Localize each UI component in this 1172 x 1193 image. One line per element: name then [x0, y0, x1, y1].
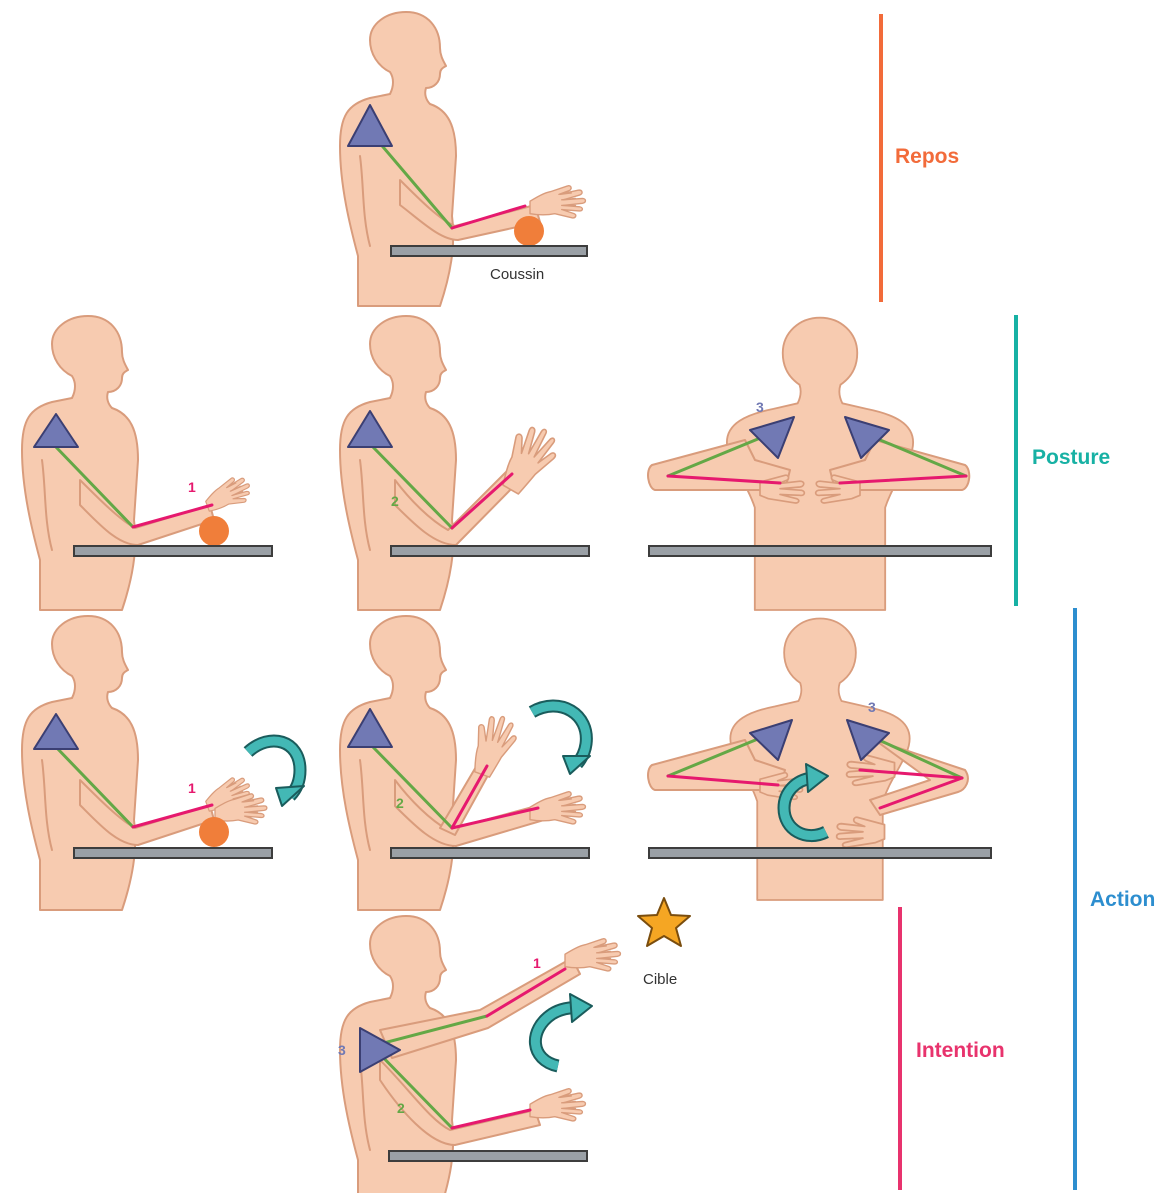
posture-figure-2: 2: [340, 316, 589, 610]
rest-figure: Coussin: [340, 12, 587, 306]
intention-label: Intention: [916, 1039, 1005, 1062]
rotation-arrow-icon: [248, 741, 304, 806]
number-1: 1: [188, 479, 196, 495]
action-label: Action: [1090, 888, 1155, 911]
cushion-label: Coussin: [490, 266, 544, 283]
posture-figure-1: 1: [22, 316, 272, 610]
target-star-icon: [638, 898, 690, 946]
action-figure-2: 2: [340, 616, 590, 910]
posture-label: Posture: [1032, 446, 1110, 469]
number-3: 3: [338, 1042, 346, 1058]
target-label: Cible: [643, 971, 677, 988]
number-2: 2: [391, 493, 399, 509]
number-3: 3: [756, 399, 764, 415]
action-figure-3: 3: [648, 618, 991, 900]
number-2: 2: [396, 795, 404, 811]
number-1: 1: [188, 780, 196, 796]
rotation-arrow-icon: [532, 706, 590, 774]
action-figure-1: 1: [22, 616, 304, 910]
number-3: 3: [868, 699, 876, 715]
posture-figure-3: 3: [648, 318, 991, 610]
number-1: 1: [533, 955, 541, 971]
number-2: 2: [397, 1100, 405, 1116]
repos-label: Repos: [895, 145, 959, 168]
cushion-ball: [514, 216, 544, 246]
intention-figure: 3 2 1 Cible: [338, 898, 690, 1193]
table: [391, 246, 587, 256]
rotation-arrow-icon: [535, 994, 592, 1066]
